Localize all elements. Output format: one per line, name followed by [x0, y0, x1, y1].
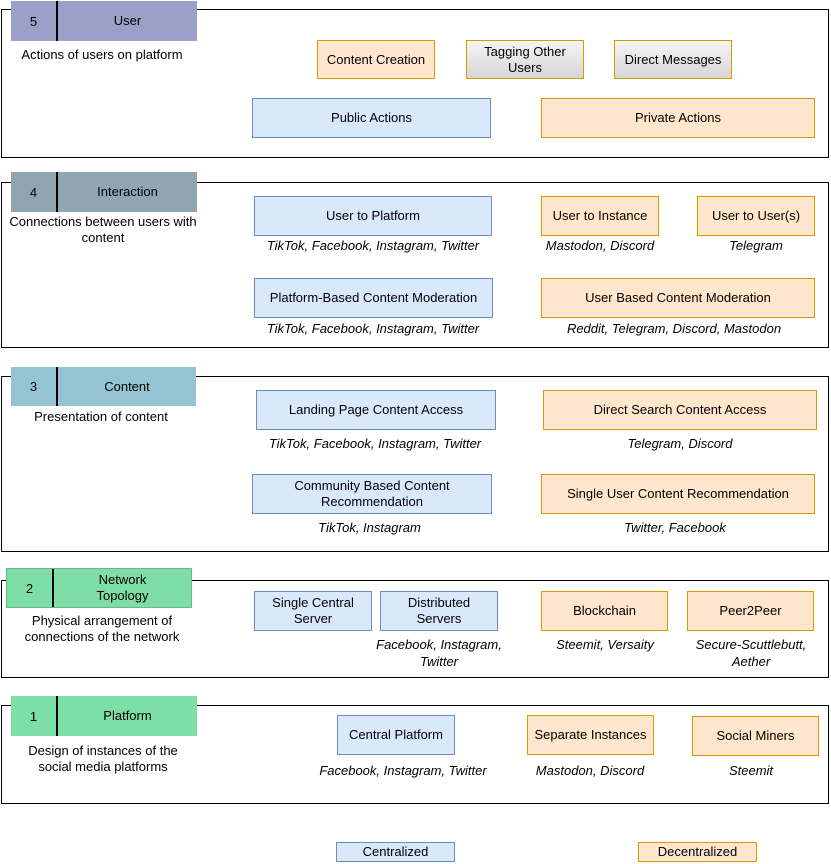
platform-content-moderation-examples: TikTok, Facebook, Instagram, Twitter [266, 321, 480, 336]
blockchain-box: Blockchain [541, 591, 668, 631]
legend-decentralized: Decentralized [638, 842, 757, 862]
layer-name: Content [104, 378, 150, 394]
separate-instances-box: Separate Instances [527, 715, 654, 755]
blockchain-examples: Steemit, Versaity [556, 637, 654, 652]
layer-description: Presentation of content [34, 409, 168, 424]
user-to-platform-box: User to Platform [254, 196, 492, 236]
user-content-moderation-box: User Based Content Moderation [541, 278, 815, 318]
user-to-users-box: User to User(s) [697, 196, 815, 236]
social-miners-examples: Steemit [728, 763, 774, 778]
tagging-other-users-box: Tagging Other Users [466, 40, 584, 79]
landing-page-examples: TikTok, Facebook, Instagram, Twitter [268, 436, 482, 451]
legend-centralized: Centralized [336, 842, 455, 862]
user-content-moderation-examples: Reddit, Telegram, Discord, Mastodon [566, 321, 782, 336]
layer-5-tag: 5 User [11, 1, 197, 41]
user-to-users-examples: Telegram [729, 238, 783, 253]
community-content-recommendation-box: Community Based Content Recommendation [252, 474, 492, 514]
layer-3-tag: 3 Content [11, 367, 196, 406]
layer-name: Network Topology [96, 572, 149, 603]
direct-search-content-access-box: Direct Search Content Access [543, 390, 817, 430]
layer-number: 4 [11, 172, 58, 212]
layer-number: 2 [7, 569, 54, 607]
layer-description: Physical arrangement of connections of t… [24, 613, 180, 644]
distributed-servers-box: Distributed Servers [380, 591, 498, 631]
landing-page-content-access-box: Landing Page Content Access [256, 390, 496, 430]
social-miners-box: Social Miners [692, 716, 819, 756]
servers-examples: Facebook, Instagram, Twitter [376, 637, 502, 669]
direct-search-examples: Telegram, Discord [627, 436, 733, 451]
layer-name: Platform [103, 708, 152, 723]
layer-number: 5 [11, 1, 58, 41]
central-platform-examples: Facebook, Instagram, Twitter [319, 763, 487, 778]
platform-content-moderation-box: Platform-Based Content Moderation [254, 278, 493, 318]
layer-description: Design of instances of the social media … [28, 743, 178, 774]
direct-messages-box: Direct Messages [614, 40, 732, 79]
layer-description: Connections between users with content [9, 214, 197, 245]
public-actions-box: Public Actions [252, 98, 491, 138]
layer-name: User [113, 13, 142, 28]
layer-description: Actions of users on platform [21, 47, 183, 62]
single-user-recommendation-examples: Twitter, Facebook [624, 520, 726, 535]
user-to-platform-examples: TikTok, Facebook, Instagram, Twitter [266, 238, 480, 253]
layer-number: 1 [11, 696, 58, 736]
layer-4-tag: 4 Interaction [11, 172, 197, 212]
content-creation-box: Content Creation [317, 40, 435, 79]
separate-instances-examples: Mastodon, Discord [535, 763, 645, 778]
private-actions-box: Private Actions [541, 98, 815, 138]
user-to-instance-box: User to Instance [541, 196, 659, 236]
layer-1-tag: 1 Platform [11, 696, 197, 736]
central-platform-box: Central Platform [337, 715, 455, 755]
layer-number: 3 [11, 367, 58, 406]
community-recommendation-examples: TikTok, Instagram [318, 520, 421, 535]
peer2peer-box: Peer2Peer [687, 591, 814, 631]
peer2peer-examples: Secure-Scuttlebutt, Aether [695, 637, 807, 669]
single-user-content-recommendation-box: Single User Content Recommendation [541, 474, 815, 514]
layer-name: Interaction [97, 184, 158, 199]
user-to-instance-examples: Mastodon, Discord [545, 238, 655, 253]
layer-2-tag: 2 Network Topology [6, 568, 192, 608]
single-central-server-box: Single Central Server [254, 591, 372, 631]
